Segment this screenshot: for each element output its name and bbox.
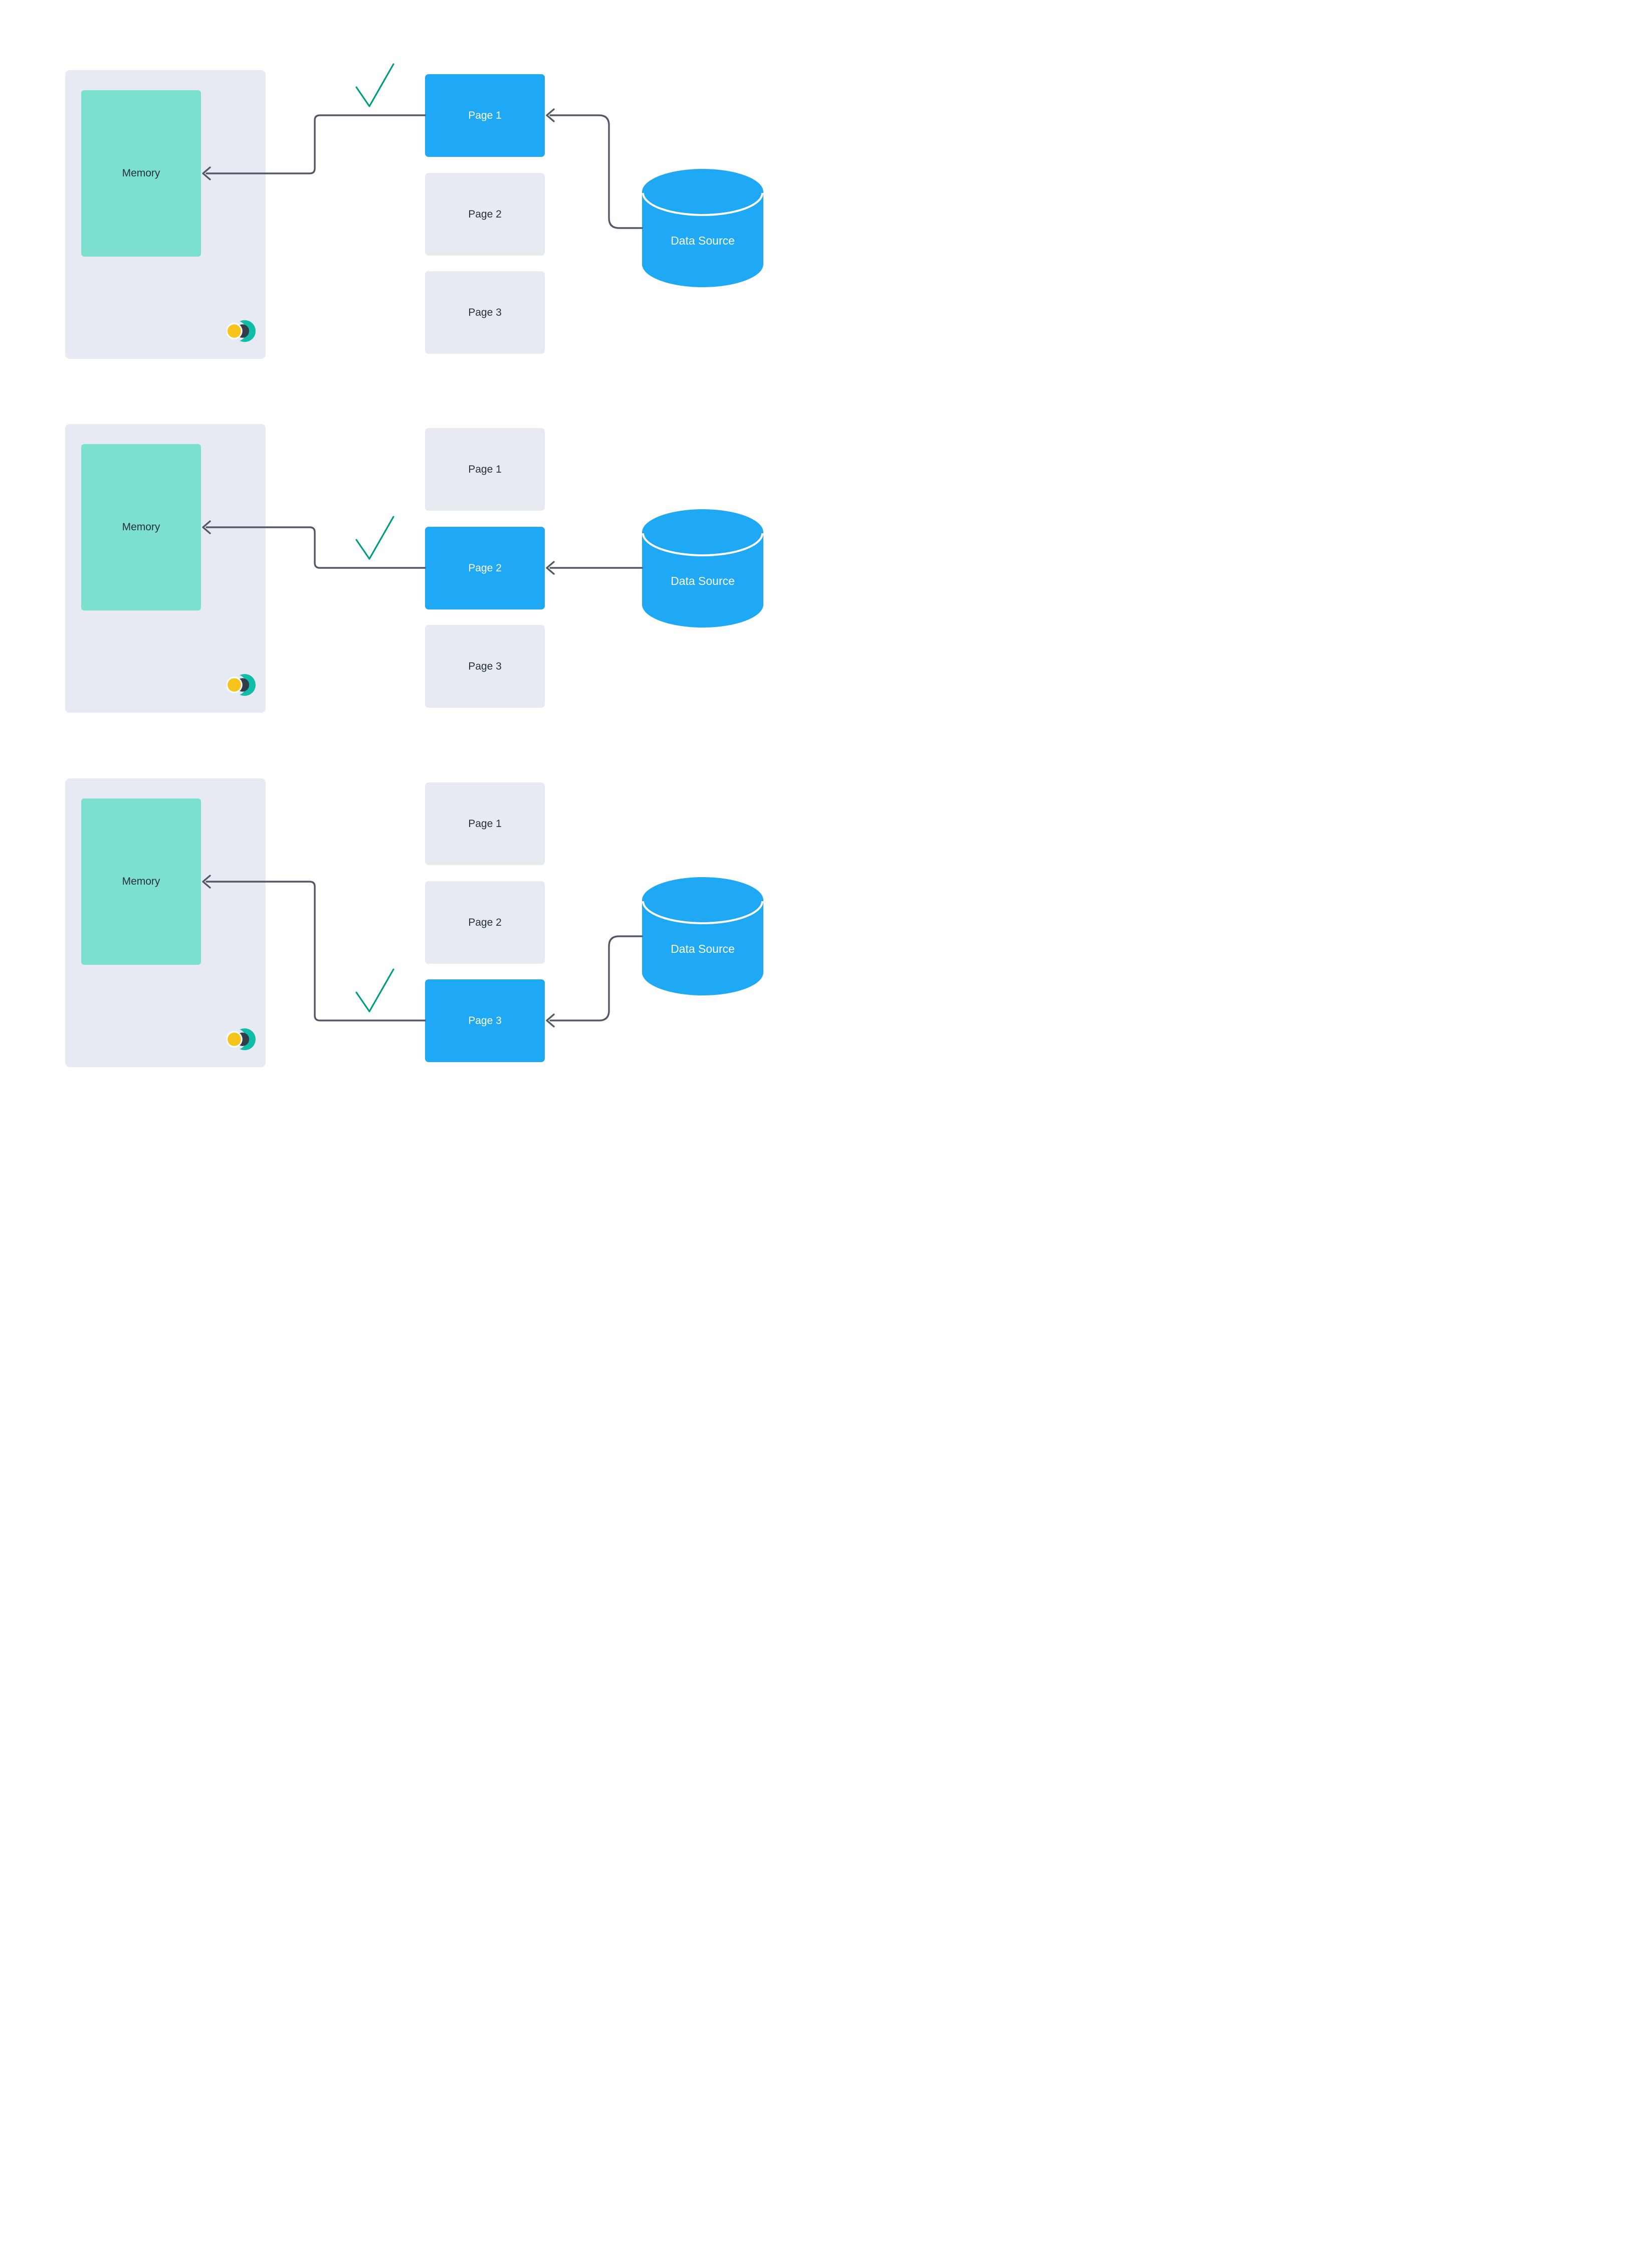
page-label: Page 2: [468, 916, 502, 928]
page-box-2: Page 2: [425, 173, 545, 256]
memory-label: Memory: [122, 521, 160, 533]
database-cylinder-icon: [642, 169, 763, 287]
arrowhead-into-page2: [546, 561, 555, 575]
checkmark-page1: [355, 63, 394, 107]
arrow-datasource-to-page1: [549, 114, 643, 229]
page-box-2: Page 2: [425, 881, 545, 964]
arrow-datasource-to-page3: [549, 935, 643, 1021]
checkmark-page3: [355, 968, 394, 1012]
memory-box: Memory: [81, 90, 201, 257]
arrowhead-into-page3: [546, 1013, 555, 1027]
eclipse-logo-icon: [227, 1028, 256, 1051]
memory-label: Memory: [122, 876, 160, 887]
paging-diagram: Memory Page 1 Page 2 Page 3 Data Source: [0, 0, 826, 1131]
page-label: Page 1: [468, 817, 502, 830]
memory-box: Memory: [81, 798, 201, 965]
page-label: Page 3: [468, 306, 502, 318]
page-label: Page 1: [468, 109, 502, 121]
page-label: Page 2: [468, 562, 502, 574]
checkmark-page2: [355, 516, 394, 560]
page-label: Page 2: [468, 208, 502, 220]
page-box-1: Page 1: [425, 782, 545, 865]
page-label: Page 1: [468, 463, 502, 475]
data-source-cylinder: Data Source: [642, 169, 763, 287]
page-label: Page 3: [468, 1014, 502, 1026]
datasource-label: Data Source: [671, 234, 735, 247]
page-box-3: Page 3: [425, 979, 545, 1062]
eclipse-logo-icon: [227, 320, 256, 342]
memory-box: Memory: [81, 444, 201, 610]
page-label: Page 3: [468, 660, 502, 672]
data-source-cylinder: Data Source: [642, 509, 763, 628]
database-cylinder-icon: [642, 509, 763, 628]
memory-label: Memory: [122, 167, 160, 179]
page-box-2: Page 2: [425, 527, 545, 609]
data-source-cylinder: Data Source: [642, 877, 763, 995]
page-box-3: Page 3: [425, 271, 545, 354]
page-box-1: Page 1: [425, 428, 545, 511]
page-box-1: Page 1: [425, 74, 545, 157]
datasource-label: Data Source: [671, 942, 735, 955]
page-box-3: Page 3: [425, 625, 545, 708]
database-cylinder-icon: [642, 877, 763, 995]
datasource-label: Data Source: [671, 574, 735, 587]
eclipse-logo-icon: [227, 674, 256, 696]
arrowhead-into-page1: [546, 108, 555, 122]
